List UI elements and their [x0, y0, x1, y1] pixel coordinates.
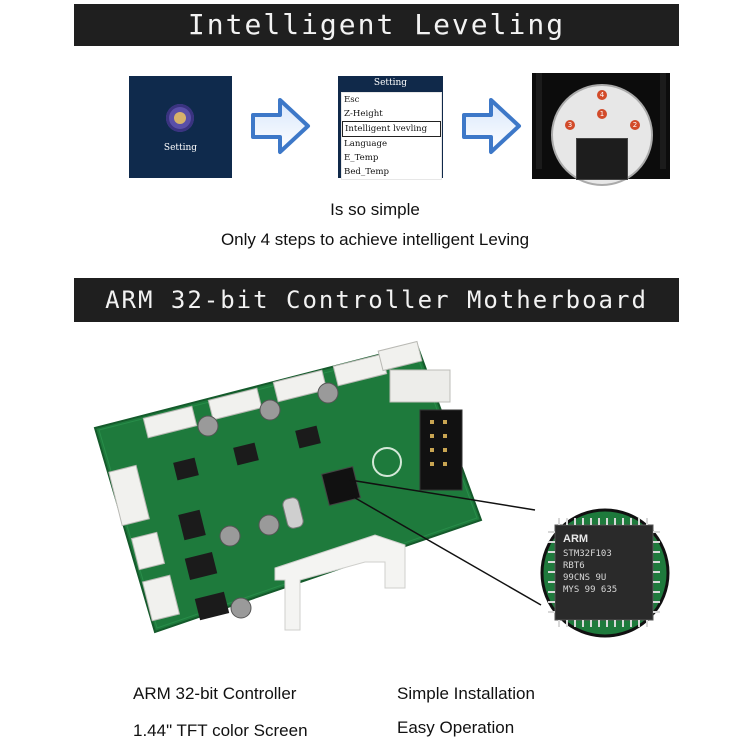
chip-line-3: 99CNS 9U	[563, 573, 606, 583]
chip-brand: ARM	[563, 533, 588, 545]
menu-item-esc: Esc	[344, 95, 360, 105]
arrow-right-icon	[251, 98, 310, 154]
bed-point-2: 2	[630, 120, 640, 130]
menu-screen-image: Setting Esc Z-Height Intelligent lvevlin…	[338, 76, 443, 180]
chip-line-2: RBT6	[563, 561, 585, 571]
ribbon-header	[419, 409, 463, 491]
left-connectors	[108, 464, 181, 622]
printer-bed-photo: 4 1 3 2	[532, 73, 670, 186]
printer-tower	[536, 73, 542, 169]
feature-arm-controller: ARM 32-bit Controller	[133, 684, 297, 703]
menu-title: Setting	[373, 78, 408, 88]
controller-banner: ARM 32-bit Controller Motherboard	[74, 278, 679, 322]
menu-item-intelligent-leveling: Intelligent lvevling	[342, 121, 441, 137]
bed-point-3: 3	[565, 120, 575, 130]
caption-steps: Only 4 steps to achieve intelligent Levi…	[220, 230, 530, 249]
chip-line-4: MYS 99 635	[563, 585, 617, 595]
effector-carriage	[576, 138, 628, 180]
leveling-banner: Intelligent Leveling	[74, 4, 679, 46]
menu-item-e-temp: E_Temp	[344, 153, 379, 163]
power-connector	[389, 369, 451, 403]
board-stand	[274, 534, 406, 631]
top-connectors	[142, 340, 423, 439]
gear-icon	[166, 104, 194, 132]
feature-simple-installation: Simple Installation	[397, 684, 535, 703]
setting-screen-image: Setting	[129, 76, 232, 178]
mcu-chip	[320, 465, 362, 507]
capacitors	[197, 382, 339, 619]
feature-tft-screen: 1.44" TFT color Screen	[133, 721, 308, 740]
driver-chips	[173, 425, 321, 621]
bed-point-4: 4	[597, 90, 607, 100]
motherboard-photo: ARM STM32F103 RBT6 99CNS 9U MYS 99 635	[93, 340, 670, 638]
bed-point-1: 1	[597, 109, 607, 119]
printer-tower	[660, 73, 666, 169]
board-logo	[372, 447, 402, 477]
caption-simple: Is so simple	[330, 200, 420, 219]
menu-item-z-height: Z-Height	[344, 109, 383, 119]
menu-list: Esc Z-Height Intelligent lvevling Langua…	[341, 92, 442, 180]
menu-item-language: Language	[344, 139, 388, 149]
arrow-right-icon	[462, 98, 521, 154]
zoomed-mcu	[554, 524, 654, 621]
menu-item-bed-temp: Bed_Temp	[344, 167, 389, 177]
chip-line-1: STM32F103	[563, 549, 612, 559]
setting-label: Setting	[163, 143, 198, 153]
feature-easy-operation: Easy Operation	[397, 718, 515, 737]
